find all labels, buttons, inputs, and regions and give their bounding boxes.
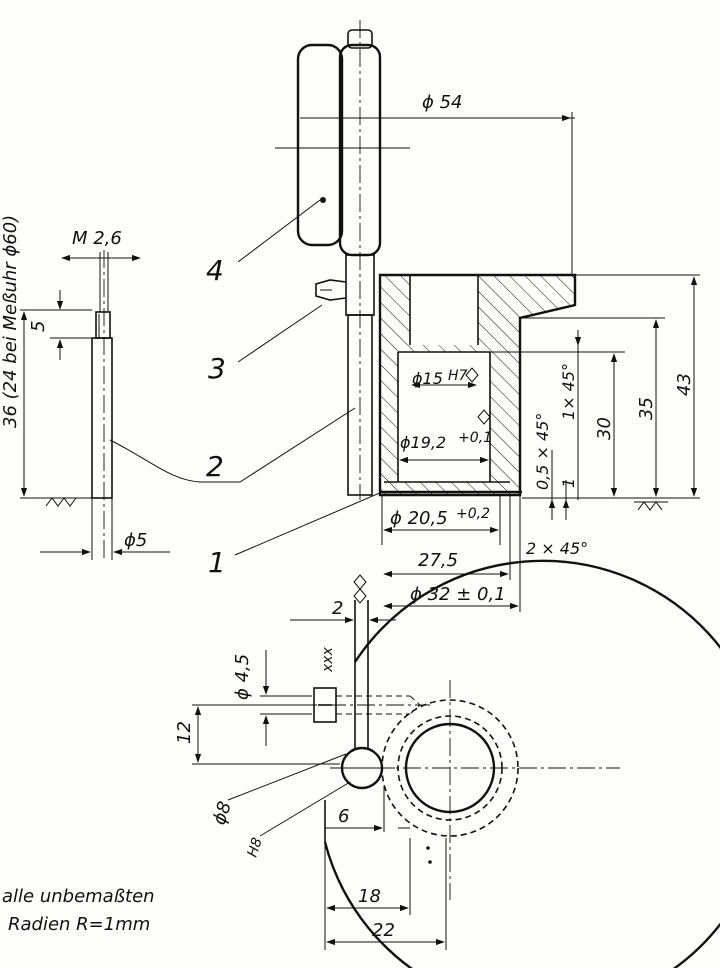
c2-label: 2 × 45° [526,539,588,558]
h43-label: 43 [674,373,695,396]
c05-label: 0,5 × 45° [533,413,552,490]
note-line-2: Radien R=1mm [8,914,150,935]
h30-label: 30 [594,417,615,440]
side-top-label: 5 [28,321,49,332]
d20-tol-label: +0,2 [456,506,490,522]
d19-label: ϕ19,2 [400,433,446,452]
plan-d8-fit-label: H8 [245,836,266,860]
callout-1: 1 [208,546,226,579]
main-dimensions [381,112,700,612]
side-view-pin [20,250,170,560]
h35-label: 35 [636,397,657,420]
h1-label: 1 [559,478,578,488]
side-height-label: 36 (24 bei Meßuhr ϕ60) [0,215,21,428]
gauge-stem [315,254,375,496]
plan-d22-label: 22 [372,920,395,941]
plan-d18-label: 18 [358,886,381,907]
plan-d45-label: ϕ 4,5 [232,654,253,700]
note-line-1: alle unbemaßten [2,886,155,907]
side-thread-label: M 2,6 [72,228,122,249]
holder-body [378,273,577,497]
callout-4: 4 [206,254,224,287]
callout-leaders [109,199,383,556]
d54-label: ϕ 54 [422,92,463,113]
plan-d8-label: ϕ8 [209,799,236,828]
d27-label: 27,5 [418,550,458,571]
plan-mark-xxx: xxx [320,646,336,673]
plan-view [192,559,720,968]
plan-d2-label: 2 [332,598,343,619]
plan-d6-label: 6 [338,806,349,827]
d19-tol-label: +0,1 [458,430,492,446]
d15-fit-label: H7 [448,368,468,384]
callout-3: 3 [208,352,226,385]
d15-label: ϕ15 [412,369,443,388]
plan-d12-label: 12 [174,721,195,744]
d20-label: ϕ 20,5 [390,508,448,529]
callout-2: 2 [206,450,224,483]
side-dia-label: ϕ5 [124,530,147,551]
c1-label: 1× 45° [559,363,578,420]
